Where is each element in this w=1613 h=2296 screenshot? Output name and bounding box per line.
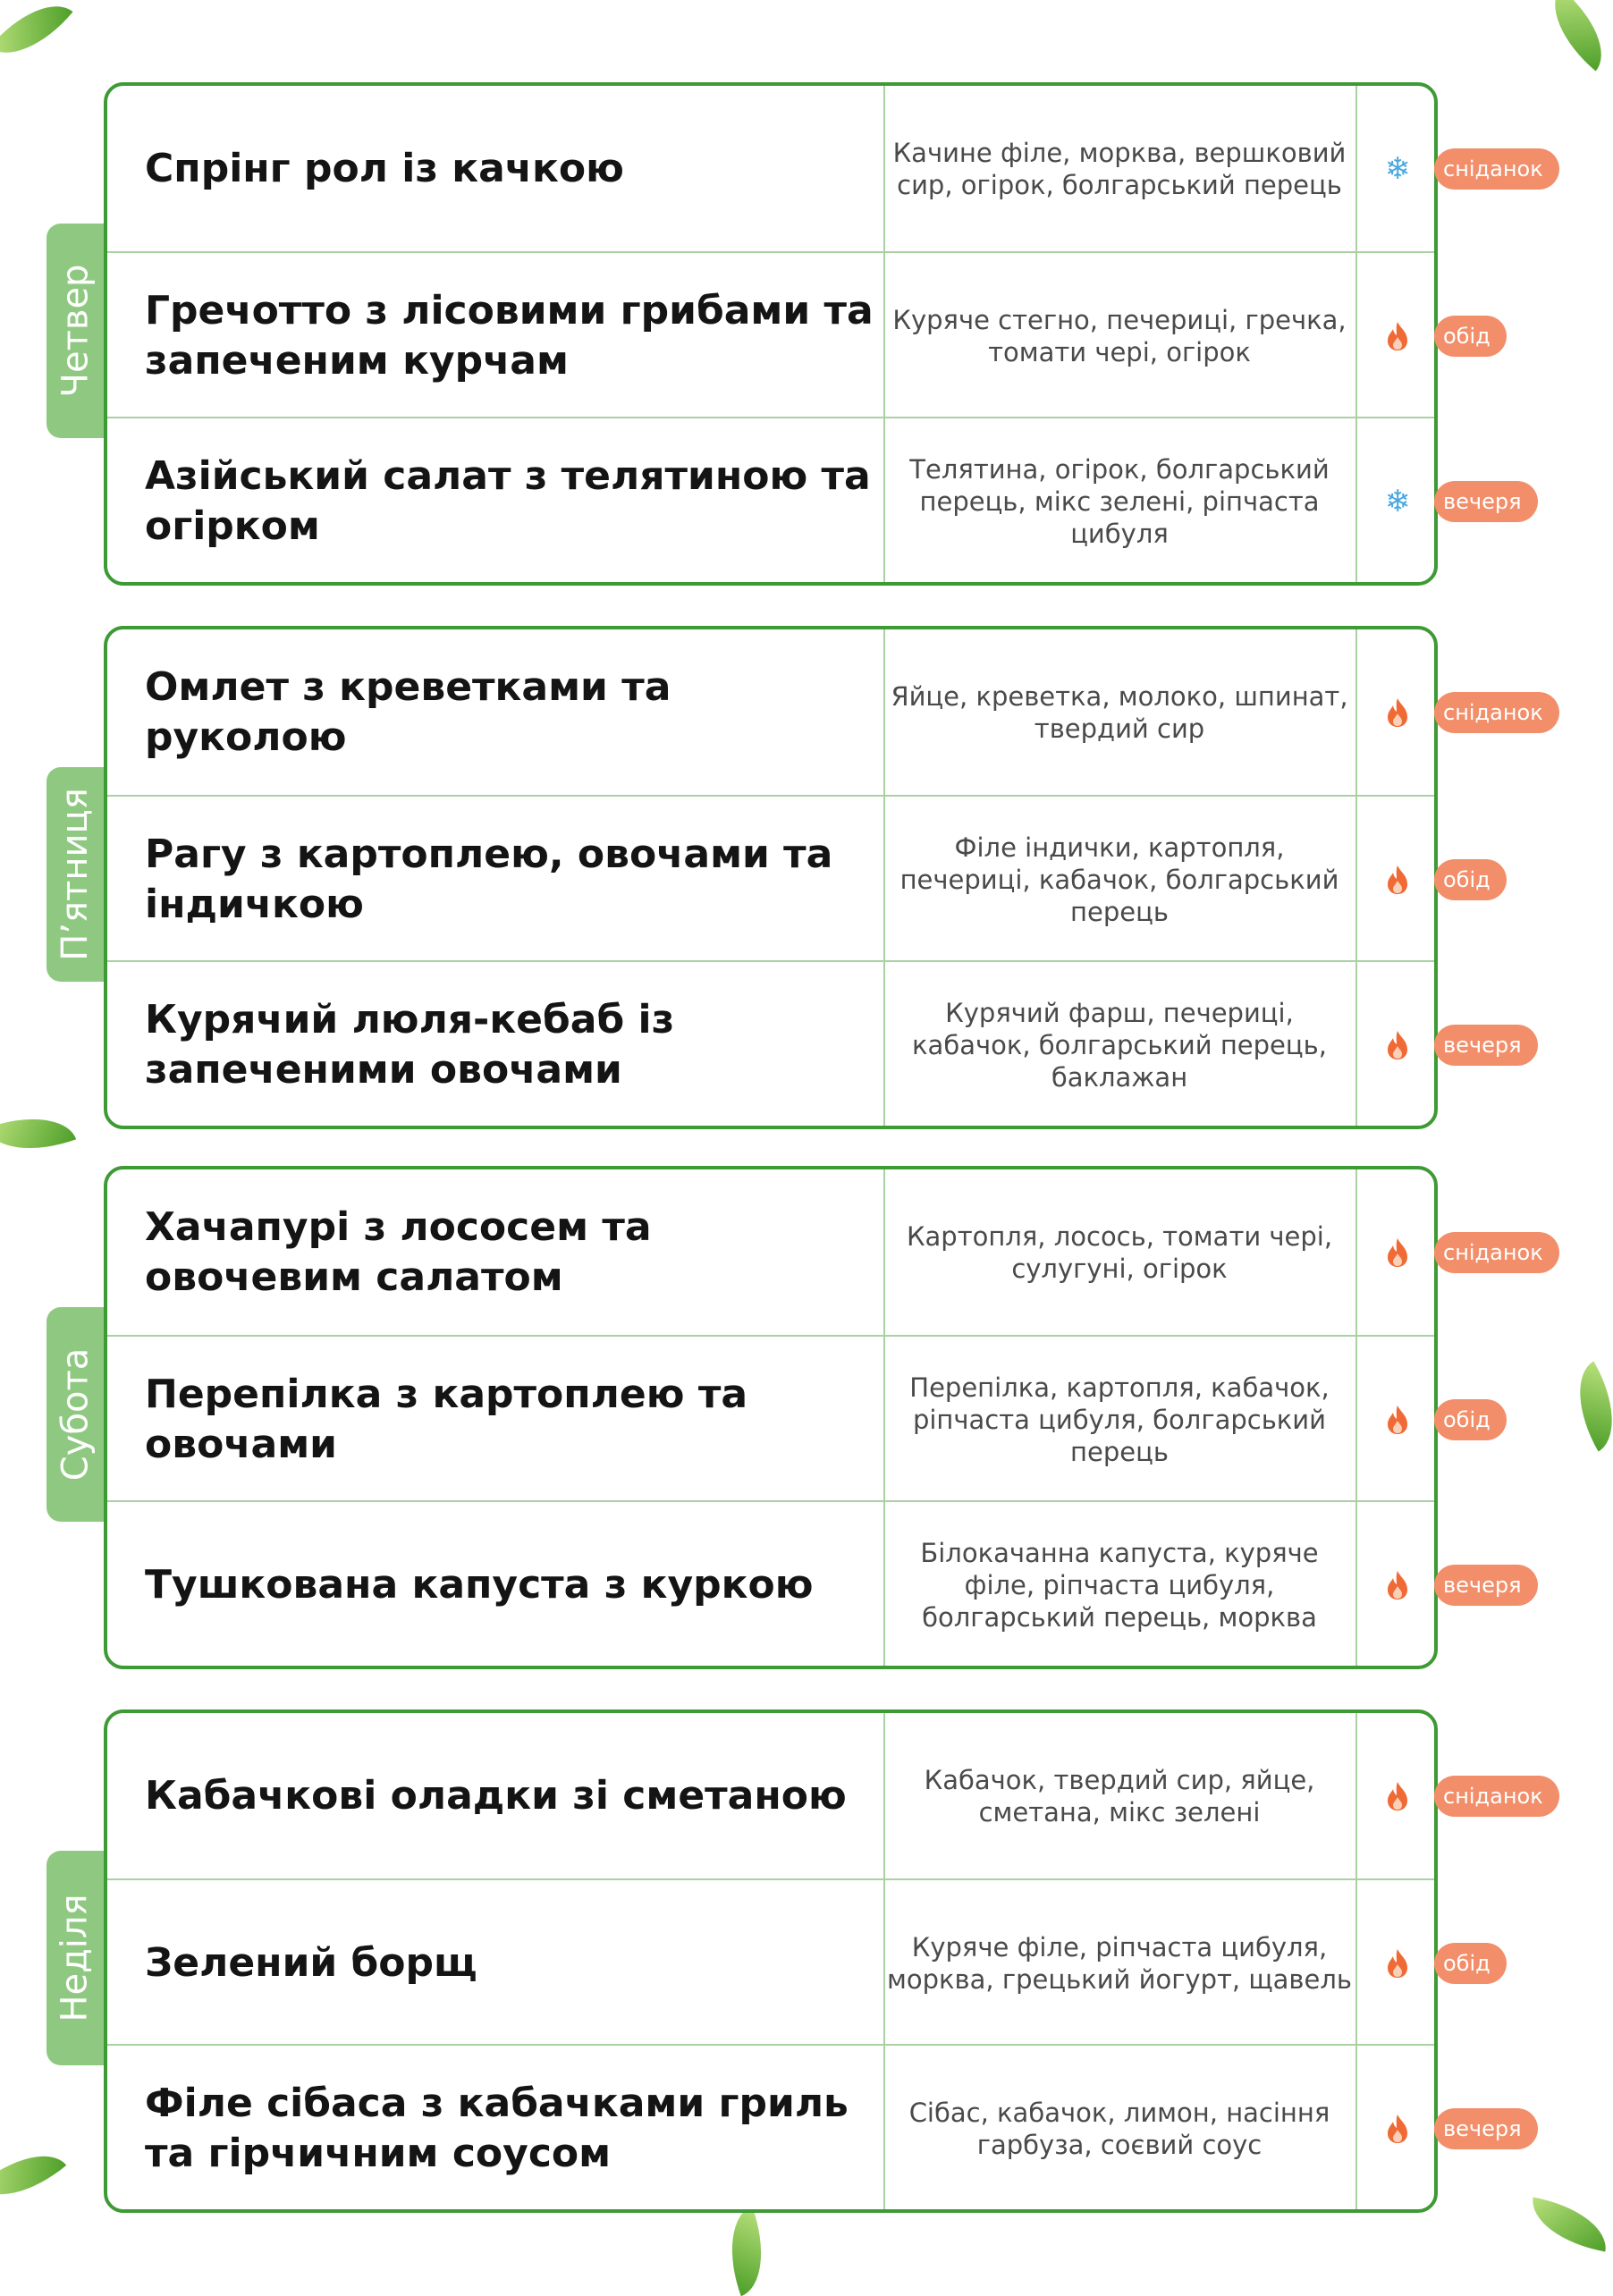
ingredients-text: Куряче філе, ріпчаста цибуля, морква, гр… (887, 1931, 1352, 1995)
day-menu-table: Хачапурі з лососем та овочевим салатом Ка… (104, 1166, 1559, 1669)
snowflake-icon: ❄ (1384, 150, 1411, 187)
day-tab: П’ятниця (46, 767, 104, 982)
ingredients-text: Білокачанна капуста, куряче філе, ріпчас… (920, 1537, 1319, 1633)
day-tab: Неділя (46, 1851, 104, 2065)
ingredients-text: Качине філе, морква, вершковий сир, огір… (892, 137, 1347, 200)
flame-icon (1357, 1713, 1438, 1878)
meal-tag: сніданок (1434, 691, 1559, 733)
meal-tag: обід (1434, 858, 1507, 900)
table-row: Азійський салат з телятиною та огірком Те… (107, 417, 1538, 584)
leaf-decoration-bottom-right (1525, 2197, 1613, 2252)
column-divider (1355, 1169, 1357, 1666)
dish-name: Омлет з креветками та руколою (145, 663, 671, 760)
meal-tag: сніданок (1434, 1775, 1559, 1817)
leaf-decoration-right-mid (1558, 1361, 1613, 1452)
meal-tag: обід (1434, 315, 1507, 357)
table-row: Спрінг рол із качкою Качине філе, морква,… (107, 86, 1559, 251)
dish-name: Спрінг рол із качкою (145, 145, 624, 191)
day-tab: Четвер (46, 224, 104, 438)
leaf-decoration-bottom-left (0, 2133, 67, 2217)
flame-icon (1357, 629, 1438, 795)
ingredients-text: Картопля, лосось, томати чері, сулугуні,… (906, 1220, 1333, 1284)
table-row: Курячий люля-кебаб із запеченими овочами… (107, 960, 1538, 1127)
meal-tag: вечеря (1434, 1024, 1538, 1066)
table-row: Гречотто з лісовими грибами та запеченим… (107, 251, 1507, 418)
column-divider (883, 86, 885, 582)
column-divider (1355, 86, 1357, 582)
leaf-decoration-left-mid (0, 1100, 77, 1168)
flame-icon (1357, 962, 1438, 1127)
day-menu-table: Кабачкові оладки зі сметаною Кабачок, тве… (104, 1709, 1559, 2213)
flame-icon (1357, 253, 1438, 418)
dish-name: Хачапурі з лососем та овочевим салатом (145, 1203, 652, 1300)
flame-icon (1357, 2046, 1438, 2211)
day-label: П’ятниця (55, 788, 96, 961)
table-row: Омлет з креветками та руколою Яйце, креве… (107, 629, 1559, 795)
dish-name: Гречотто з лісовими грибами та запеченим… (145, 287, 874, 384)
table-row: Рагу з картоплею, овочами та індичкою Філ… (107, 795, 1507, 962)
leaf-decoration-top-left (0, 0, 73, 74)
dish-name: Рагу з картоплею, овочами та індичкою (145, 831, 833, 927)
column-divider (883, 629, 885, 1126)
flame-icon (1357, 1880, 1438, 2046)
day-label: Четвер (55, 264, 96, 398)
column-divider (1355, 1713, 1357, 2209)
ingredients-text: Кабачок, твердий сир, яйце, сметана, мік… (924, 1764, 1315, 1828)
ingredients-text: Курячий фарш, печериці, кабачок, болгарс… (912, 997, 1327, 1093)
dish-name: Азійський салат з телятиною та огірком (145, 452, 871, 549)
meal-tag: обід (1434, 1942, 1507, 1984)
meal-tag: сніданок (1434, 148, 1559, 190)
dish-name: Філе сібаса з кабачками гриль та гірчичн… (145, 2080, 849, 2176)
day-menu-table: Спрінг рол із качкою Качине філе, морква,… (104, 82, 1559, 586)
meal-tag: обід (1434, 1398, 1507, 1440)
ingredients-text: Яйце, креветка, молоко, шпинат, твердий … (891, 680, 1348, 744)
meal-tag: вечеря (1434, 480, 1538, 522)
table-row: Хачапурі з лососем та овочевим салатом Ка… (107, 1169, 1559, 1335)
table-row: Кабачкові оладки зі сметаною Кабачок, тве… (107, 1713, 1559, 1878)
meal-tag: вечеря (1434, 1564, 1538, 1606)
day-menu-table: Омлет з креветками та руколою Яйце, креве… (104, 626, 1559, 1129)
meal-tag: сніданок (1434, 1231, 1559, 1273)
snowflake-icon: ❄ (1384, 483, 1411, 519)
ingredients-text: Телятина, огірок, болгарський перець, мі… (909, 453, 1330, 549)
table-row: Перепілка з картоплею та овочами Перепілк… (107, 1335, 1507, 1502)
flame-icon (1357, 797, 1438, 962)
dish-name: Тушкована капуста з куркою (145, 1561, 814, 1608)
column-divider (883, 1713, 885, 2209)
ingredients-text: Куряче стегно, печериці, гречка, томати … (892, 304, 1347, 367)
table-row: Тушкована капуста з куркою Білокачанна ка… (107, 1500, 1538, 1667)
dish-name: Зелений борщ (145, 1939, 477, 1986)
day-label: Субота (55, 1347, 96, 1481)
column-divider (1355, 629, 1357, 1126)
table-row: Філе сібаса з кабачками гриль та гірчичн… (107, 2044, 1538, 2211)
day-label: Неділя (55, 1894, 96, 2022)
ingredients-text: Філе індички, картопля, печериці, кабачо… (899, 831, 1339, 927)
column-divider (883, 1169, 885, 1666)
flame-icon (1357, 1169, 1438, 1335)
leaf-decoration-bottom-center (713, 2206, 781, 2296)
flame-icon (1357, 1337, 1438, 1502)
dish-name: Кабачкові оладки зі сметаною (145, 1772, 847, 1819)
day-tab: Субота (46, 1307, 104, 1522)
dish-name: Перепілка з картоплею та овочами (145, 1371, 748, 1467)
meal-tag: вечеря (1434, 2107, 1538, 2149)
ingredients-text: Перепілка, картопля, кабачок, ріпчаста ц… (909, 1372, 1330, 1467)
table-row: Зелений борщ Куряче філе, ріпчаста цибуля… (107, 1878, 1507, 2046)
ingredients-text: Сібас, кабачок, лимон, насіння гарбуза, … (908, 2097, 1330, 2160)
dish-name: Курячий люля-кебаб із запеченими овочами (145, 996, 675, 1093)
flame-icon (1357, 1502, 1438, 1667)
leaf-decoration-top-right (1533, 0, 1613, 72)
